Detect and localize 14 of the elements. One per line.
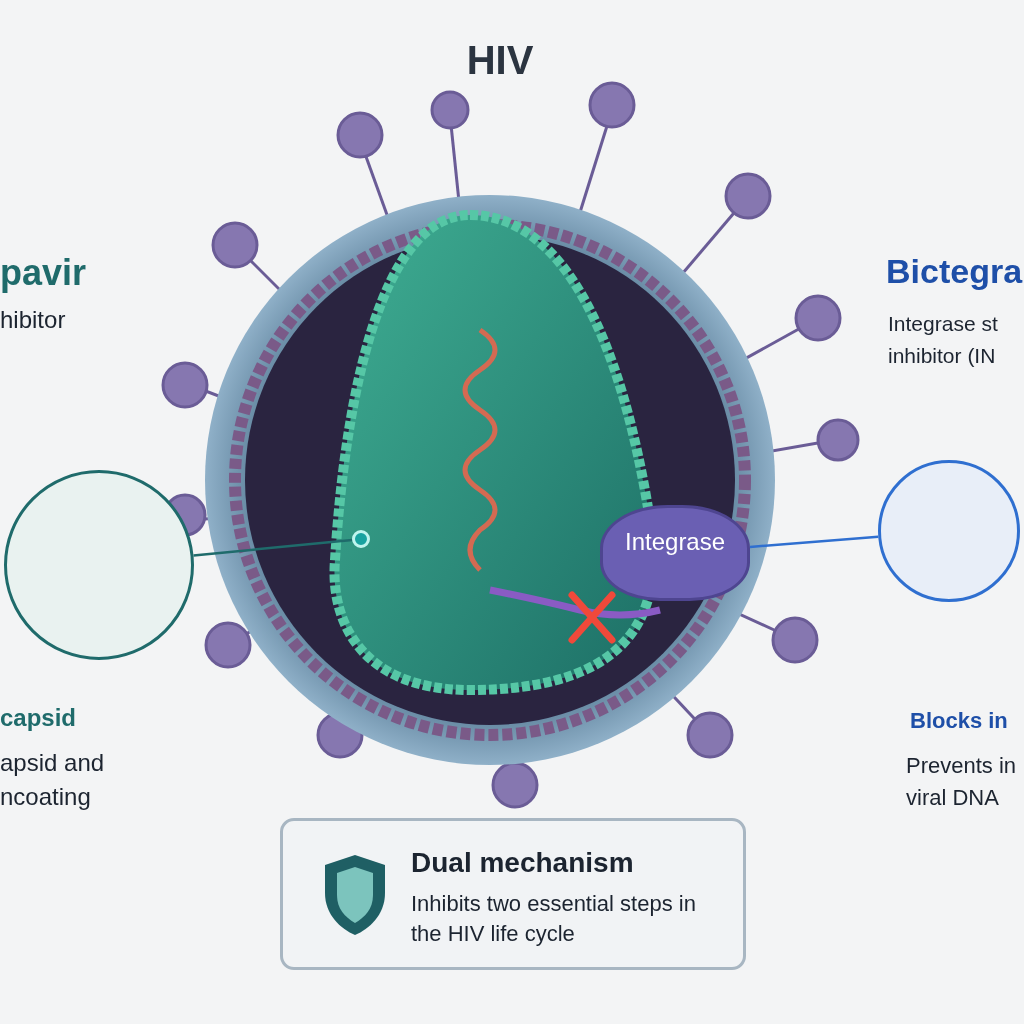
drug-class: hibitor — [0, 306, 66, 334]
info-card — [280, 818, 746, 970]
protein-label: Integrase — [625, 528, 726, 556]
card-heading: Dual mechanism — [411, 847, 634, 879]
card-text: Inhibits two essential steps in the HIV life cycle — [411, 890, 697, 948]
title: HIV — [465, 38, 535, 83]
leader-line — [193, 538, 353, 557]
drug-class: Integrase st inhibitor (IN — [888, 311, 999, 369]
mechanism-text: apsid and ncoating — [0, 748, 106, 812]
mechanism-text: Prevents in viral DNA — [906, 752, 1018, 812]
mechanism-heading: Blocks in — [910, 708, 1008, 734]
mechanism-heading: capsid — [0, 704, 77, 732]
drug-name: pavir — [0, 252, 87, 294]
drug-name: Bictegra — [886, 252, 1023, 291]
